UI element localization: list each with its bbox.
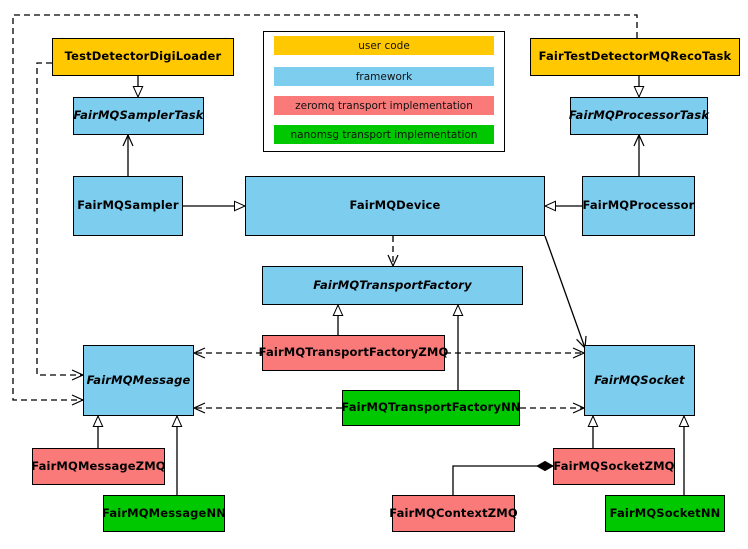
class-node-fairmqsocketzmq[interactable]: FairMQSocketZMQ — [553, 448, 675, 485]
legend-item-zeromq: zeromq transport implementation — [274, 96, 494, 115]
class-node-fairmqmessagenn[interactable]: FairMQMessageNN — [102, 495, 226, 532]
class-node-fairmqsamplertask[interactable]: FairMQSamplerTask — [73, 97, 204, 135]
legend-item-framework: framework — [274, 67, 494, 86]
class-node-fairtestdetectormqrecotask[interactable]: FairTestDetectorMQRecoTask — [530, 38, 740, 76]
legend-item-user-code: user code — [274, 36, 494, 55]
class-node-fairmqsampler[interactable]: FairMQSampler — [73, 176, 183, 236]
class-node-testdetectordigiloader[interactable]: TestDetectorDigiLoader — [52, 38, 234, 76]
class-node-fairmqtransportfactorynn[interactable]: FairMQTransportFactoryNN — [341, 390, 521, 426]
class-node-fairmqcontextzmq[interactable]: FairMQContextZMQ — [389, 495, 518, 532]
edge-device-socket — [544, 235, 587, 350]
class-node-fairmqtransportfactory[interactable]: FairMQTransportFactory — [262, 266, 523, 305]
class-node-fairmqtransportfactoryzmq[interactable]: FairMQTransportFactoryZMQ — [259, 335, 448, 371]
legend-item-nanomsg: nanomsg transport implementation — [274, 125, 494, 144]
class-node-fairmqsocketnn[interactable]: FairMQSocketNN — [605, 495, 725, 532]
class-node-fairmqdevice[interactable]: FairMQDevice — [245, 176, 545, 236]
edge-contextzmq-socketzmq — [452, 460, 555, 495]
class-node-fairmqprocessor[interactable]: FairMQProcessor — [582, 176, 695, 236]
class-node-fairmqsocket[interactable]: FairMQSocket — [584, 345, 695, 416]
class-node-fairmqmessagezmq[interactable]: FairMQMessageZMQ — [31, 448, 166, 485]
class-node-fairmqmessage[interactable]: FairMQMessage — [83, 345, 194, 416]
class-node-fairmqprocessortask[interactable]: FairMQProcessorTask — [569, 97, 709, 135]
